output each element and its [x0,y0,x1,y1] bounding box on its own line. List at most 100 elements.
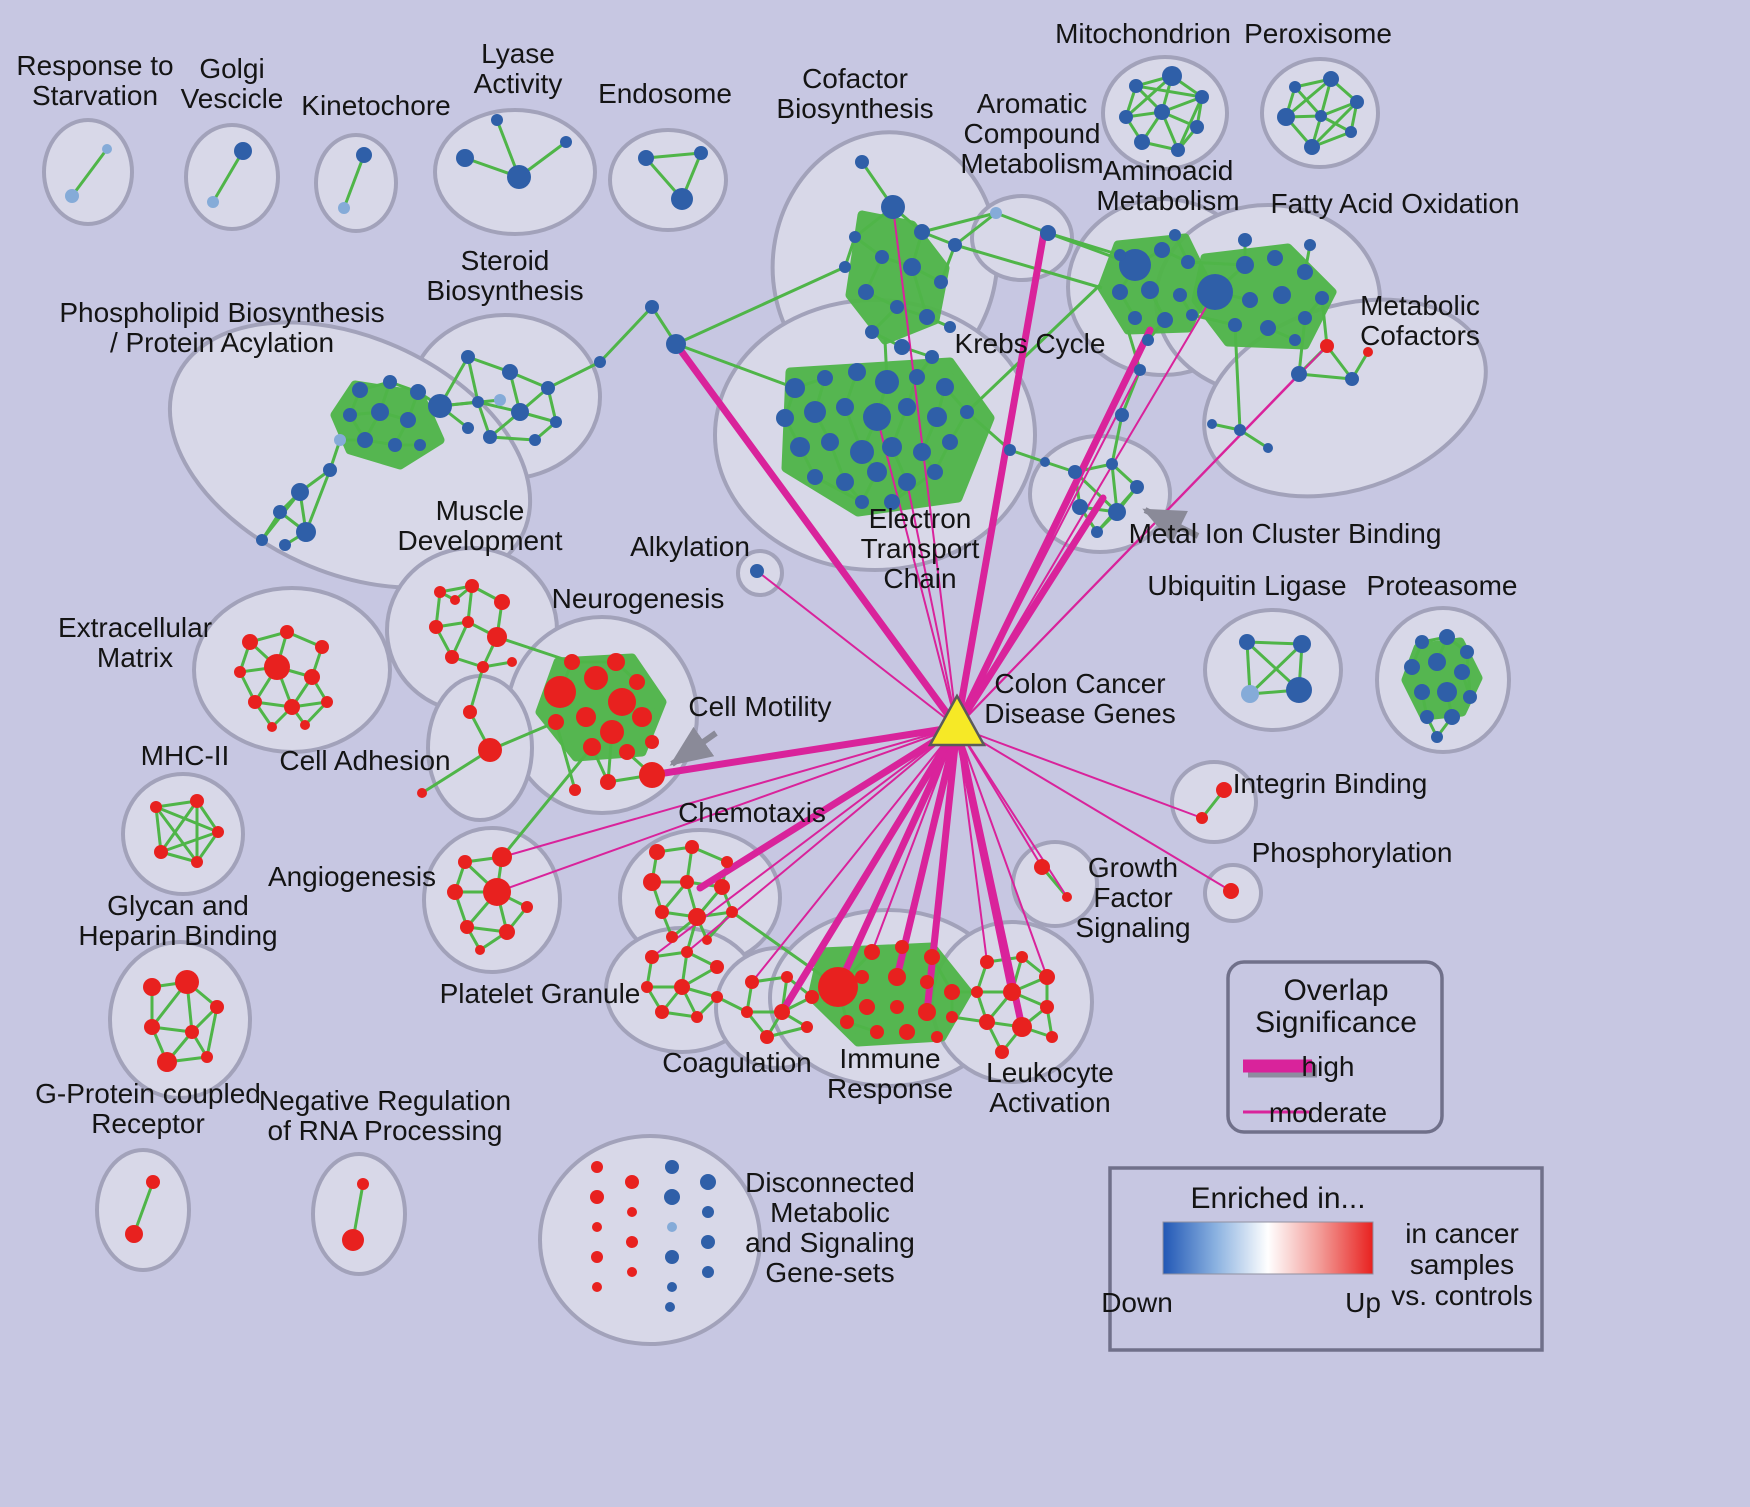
gene-set-node [666,931,678,943]
gene-set-edge [500,746,594,858]
overlap-link-moderate [956,726,1048,978]
gene-set-node [1046,1031,1058,1043]
gene-set-node [1141,281,1159,299]
gene-set-node [356,147,372,163]
gene-set-node [681,946,693,958]
gene-set-node [462,616,474,628]
gene-set-node [548,714,564,730]
gene-set-node [817,370,833,386]
gene-set-node [667,1282,677,1292]
gene-set-node [1142,334,1154,346]
gene-set-node [1345,372,1359,386]
gene-set-node [836,473,854,491]
label-cell-motility: Cell Motility [688,691,831,722]
gene-set-node [357,432,373,448]
gene-set-node [583,738,601,756]
gene-set-node [1241,685,1259,703]
gene-set-node [641,981,653,993]
gene-set-node [1012,1017,1032,1037]
gene-set-node [1003,983,1021,1001]
gene-set-node [1207,419,1217,429]
gene-set-edge [205,1006,219,1058]
gene-set-node [875,370,899,394]
gene-set-node [701,1235,715,1249]
gene-set-node [1196,812,1208,824]
gene-set-edge [1298,372,1353,381]
gene-set-node [626,1236,638,1248]
gene-set-node [1130,480,1144,494]
gene-set-node [776,409,794,427]
gene-set-node [1315,291,1329,305]
gene-set-node [1197,274,1233,310]
gene-set-node [400,412,416,428]
gene-set-edge [159,800,199,853]
overlap-link-high [953,723,1026,1031]
gene-set-node [1414,684,1430,700]
gene-set-node [918,1003,936,1021]
gene-set-node [895,940,909,954]
gene-set-node [948,238,962,252]
gene-set-node [849,231,861,243]
gene-set-node [1320,339,1334,353]
gene-set-node [175,970,199,994]
gene-set-edge [675,342,796,390]
gene-set-node [1273,286,1291,304]
metal-ion-pointer-arrow [1142,507,1200,544]
legend-up-label: Up [1345,1287,1381,1318]
gene-set-edge [1187,260,1246,267]
gene-set-node [1106,458,1118,470]
gene-set-edge [1293,85,1323,118]
gene-set-node [625,1175,639,1189]
gene-set-edge [195,831,220,863]
gene-set-node [804,401,826,423]
gene-set-node [125,1225,143,1243]
gene-set-node [1040,1000,1054,1014]
gene-set-node [1298,311,1312,325]
gene-set-node [499,924,515,940]
gene-set-node [836,398,854,416]
label-fatty-acid-oxidation: Fatty Acid Oxidation [1270,188,1519,219]
gene-set-node [491,114,503,126]
gene-set-node [478,738,502,762]
label-alkylation: Alkylation [630,531,750,562]
gene-set-node [234,142,252,160]
gene-set-node [1115,408,1129,422]
gene-set-node [591,1161,603,1173]
gene-set-node [429,620,443,634]
gene-set-node [919,309,935,325]
gene-set-edge [154,806,163,853]
gene-set-node [1108,503,1126,521]
gene-set-node [665,1160,679,1174]
gene-set-edge [70,148,109,197]
gene-set-node [1415,635,1429,649]
gene-set-edge [1233,324,1242,431]
gene-set-node [1350,95,1364,109]
overlap-link-moderate [501,726,958,858]
gene-set-node [774,1004,790,1020]
gene-set-node [801,1021,813,1033]
gene-set-node [591,1251,603,1263]
gene-set-node [627,1267,637,1277]
gene-set-node [714,879,730,895]
gene-set-node [665,1302,675,1312]
gene-set-edge [1310,100,1359,149]
gene-set-node [903,258,921,276]
gene-set-node [1040,457,1050,467]
gene-set-node [680,875,694,889]
label-platelet-granule: Platelet Granule [440,978,641,1009]
gene-set-node [410,384,426,400]
gene-set-edge [598,305,654,364]
label-ubiquitin-ligase: Ubiquitin Ligase [1147,570,1346,601]
gene-set-node [839,261,851,273]
gene-set-node [898,473,916,491]
gene-set-node [291,483,309,501]
gene-set-edge [1191,313,1236,327]
gene-set-node [858,284,874,300]
